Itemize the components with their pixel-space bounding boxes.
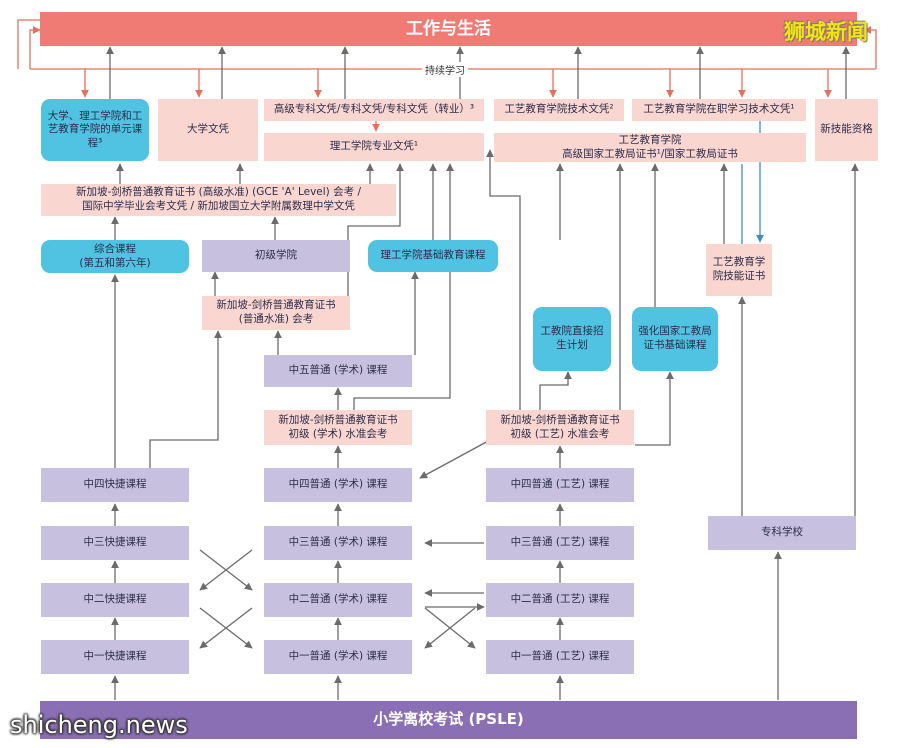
uni-poly-ite-modules: 大学、理工学院和工艺教育学院的单元课程³	[41, 99, 149, 161]
continuing-learning-label: 持续学习	[422, 62, 468, 77]
gce-n-t-level: 新加坡-剑桥普通教育证书 初级 (工艺) 水准会考	[486, 410, 634, 445]
nt-sec2: 中二普通 (工艺) 课程	[486, 583, 634, 617]
integrated-programme: 综合课程 (第五和第六年)	[41, 240, 189, 273]
na-sec4: 中四普通 (学术) 课程	[264, 468, 412, 502]
gce-n-a-level: 新加坡-剑桥普通教育证书 初级 (学术) 水准会考	[264, 410, 412, 445]
psle-banner: 小学离校考试 (PSLE)	[40, 701, 857, 739]
ite-foundation-programme: 强化国家工教局证书基础课程	[632, 307, 718, 371]
ite-technical-diploma: 工艺教育学院技术文凭²	[494, 99, 624, 121]
gce-a-level: 新加坡-剑桥普通教育证书 (高级水准) (GCE 'A' Level) 会考 /…	[41, 184, 396, 216]
express-sec1: 中一快捷课程	[41, 640, 189, 674]
ite-direct-entry: 工教院直接招生计划	[533, 307, 611, 371]
poly-diploma: 理工学院专业文凭¹	[264, 133, 484, 161]
ite-nitec-certificate: 工艺教育学院 高级国家工教局证书¹/国家工教局证书	[494, 133, 806, 162]
specialised-school: 专科学校	[708, 516, 856, 550]
ite-work-study-diploma: 工艺教育学院在职学习技术文凭¹	[632, 99, 806, 121]
na-sec1: 中一普通 (学术) 课程	[264, 640, 412, 674]
nt-sec1: 中一普通 (工艺) 课程	[486, 640, 634, 674]
sec5-normal-academic: 中五普通 (学术) 课程	[264, 355, 412, 387]
na-sec3: 中三普通 (学术) 课程	[264, 526, 412, 560]
work-and-life-banner: 工作与生活	[40, 12, 857, 46]
nt-sec4: 中四普通 (工艺) 课程	[486, 468, 634, 502]
university-degree: 大学文凭	[158, 99, 258, 161]
ite-skills-certificate: 工艺教育学院技能证书	[706, 244, 772, 296]
express-sec2: 中二快捷课程	[41, 583, 189, 617]
express-sec3: 中三快捷课程	[41, 526, 189, 560]
na-sec2: 中二普通 (学术) 课程	[264, 583, 412, 617]
nt-sec3: 中三普通 (工艺) 课程	[486, 526, 634, 560]
skillsfuture-qualification: 新技能资格	[815, 99, 878, 161]
express-sec4: 中四快捷课程	[41, 468, 189, 502]
watermark-logo-text: 狮城新闻	[784, 20, 868, 44]
watermark-site-text: shicheng.news	[10, 711, 188, 739]
poly-foundation-programme: 理工学院基础教育课程	[368, 240, 498, 272]
gce-o-level: 新加坡-剑桥普通教育证书 (普通水准) 会考	[202, 296, 350, 330]
advanced-diploma: 高级专科文凭/专科文凭/专科文凭（转业）³	[264, 99, 484, 121]
junior-college: 初级学院	[202, 240, 350, 272]
